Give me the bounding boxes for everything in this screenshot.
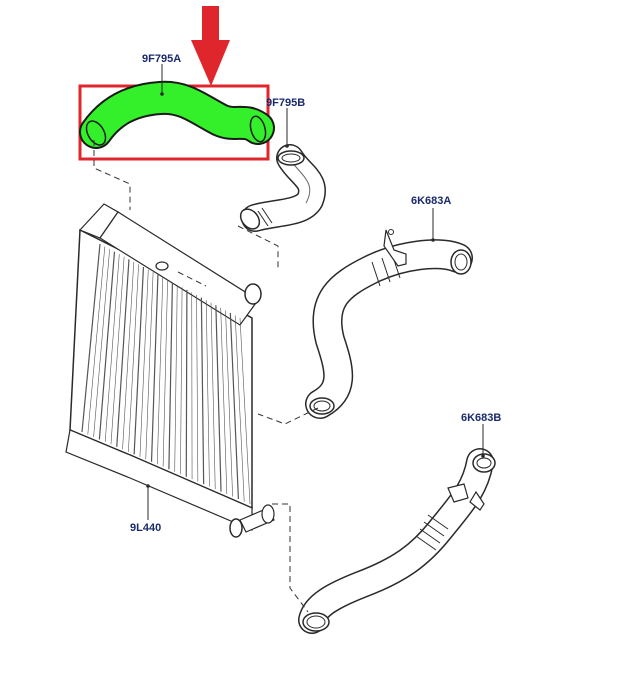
hose-9f795a-highlighted[interactable]	[79, 80, 275, 149]
fin-line	[200, 297, 205, 485]
fin-line	[150, 274, 159, 462]
fin-line	[87, 246, 106, 435]
fin-line	[185, 289, 188, 477]
label-6k683a: 6K683A	[411, 195, 451, 207]
radiator-fins	[81, 243, 251, 505]
fin-line	[128, 264, 139, 452]
fin-line	[205, 300, 210, 487]
fin-line	[98, 251, 116, 440]
fin-line	[122, 261, 135, 450]
hose-6k683a[interactable]	[305, 229, 473, 419]
fin-line	[225, 310, 233, 497]
fin-line	[116, 259, 130, 447]
fin-line	[174, 284, 178, 472]
label-9f795b: 9F795B	[266, 97, 305, 109]
fin-line	[157, 277, 164, 465]
fin-line	[110, 256, 125, 445]
fin-line	[145, 272, 154, 460]
fin-line	[93, 249, 110, 437]
label-9f795a: 9F795A	[142, 53, 181, 65]
fin-line	[239, 317, 251, 505]
fin-line	[229, 312, 240, 500]
fin-line	[139, 269, 149, 457]
fin-line	[104, 254, 120, 442]
label-9l440: 9L440	[130, 522, 161, 534]
fin-line	[162, 279, 168, 467]
fin-line	[168, 282, 174, 470]
fin-line	[215, 305, 222, 492]
assembly-guide-lines	[93, 140, 319, 613]
fin-line	[220, 307, 228, 495]
fin-line	[196, 295, 199, 482]
indicator-arrow-icon	[191, 6, 230, 86]
intercooler-9l440[interactable]	[65, 203, 275, 538]
hose-9f795b[interactable]	[237, 144, 326, 233]
fin-line	[210, 302, 216, 490]
fin-line	[234, 315, 245, 502]
fin-line	[81, 243, 101, 433]
label-6k683b: 6K683B	[461, 412, 501, 424]
fin-line	[133, 266, 145, 455]
hose-6k683b[interactable]	[298, 448, 496, 634]
fin-line	[180, 287, 183, 475]
